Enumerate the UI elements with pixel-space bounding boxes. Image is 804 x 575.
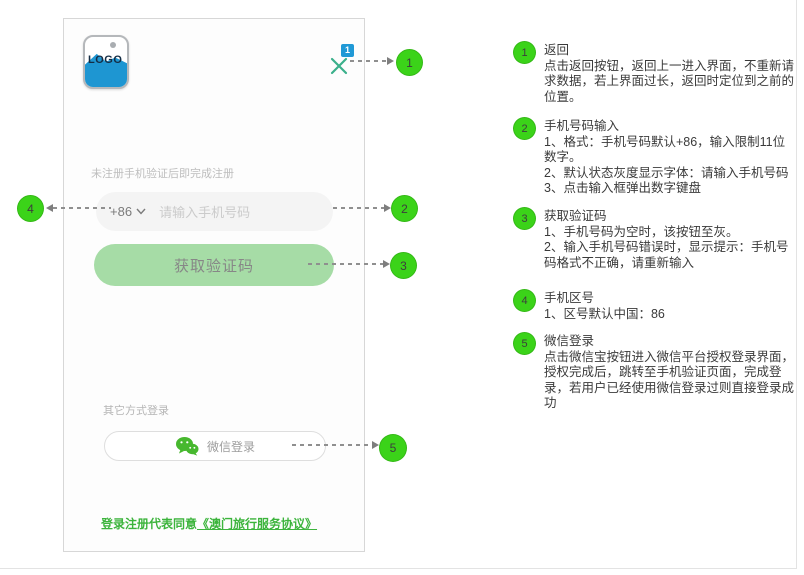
connector-line-2 [333, 207, 384, 209]
callout-marker-4[interactable]: 4 [17, 195, 44, 222]
logo-label: LOGO [88, 54, 123, 66]
register-hint: 未注册手机验证后即完成注册 [91, 168, 234, 180]
annotation-text: 点击微信宝按钮进入微信平台授权登录界面，授权完成后，跳转至手机验证页面，完成登录… [544, 349, 795, 411]
annotation-text: 1、手机号码为空时，该按钮至灰。 [544, 224, 739, 239]
connector-arrowhead-4 [46, 204, 53, 212]
annotation-badge-2: 2 [513, 117, 536, 140]
canvas-right-edge [796, 0, 797, 568]
phone-input[interactable]: +86 请输入手机号码 [96, 192, 333, 231]
annotation-item-2: 2 手机号码输入 1、格式：手机号码默认+86，输入限制11位数字。 2、默认状… [513, 117, 795, 197]
connector-line-3 [308, 263, 383, 265]
wechat-login-label: 微信登录 [206, 439, 255, 454]
agreement-link[interactable]: 《澳门旅行服务协议》 [197, 517, 318, 531]
notification-badge: 1 [341, 44, 354, 57]
connector-arrowhead-3 [383, 260, 390, 268]
country-code-select[interactable]: +86 [110, 204, 146, 219]
annotation-title-1: 返回 [544, 43, 570, 57]
annotation-badge-3: 3 [513, 207, 536, 230]
connector-line-5 [292, 444, 372, 446]
annotation-item-4: 4 手机区号 1、区号默认中国：86 [513, 289, 795, 322]
connector-arrowhead-2 [384, 204, 391, 212]
connector-arrowhead-1 [387, 56, 394, 65]
annotation-title-2: 手机号码输入 [544, 119, 620, 133]
wechat-login-button[interactable]: 微信登录 [104, 431, 326, 461]
annotation-item-5: 5 微信登录 点击微信宝按钮进入微信平台授权登录界面，授权完成后，跳转至手机验证… [513, 332, 795, 412]
connector-line-4 [53, 207, 111, 209]
connector-arrowhead-5 [372, 441, 379, 449]
annotation-badge-4: 4 [513, 289, 536, 312]
get-verification-code-button[interactable]: 获取验证码 [94, 244, 334, 286]
annotation-title-5: 微信登录 [544, 334, 595, 348]
annotation-text: 1、格式：手机号码默认+86，输入限制11位数字。 [544, 134, 786, 165]
callout-marker-5[interactable]: 5 [379, 434, 407, 462]
callout-marker-3[interactable]: 3 [390, 252, 417, 279]
close-button[interactable]: 1 [327, 44, 357, 78]
annotation-item-3: 3 获取验证码 1、手机号码为空时，该按钮至灰。 2、输入手机号码错误时，显示提… [513, 207, 795, 271]
callout-marker-2[interactable]: 2 [391, 195, 418, 222]
annotation-title-4: 手机区号 [544, 291, 595, 305]
close-icon [330, 57, 348, 75]
country-code-value: +86 [110, 204, 133, 219]
annotation-badge-5: 5 [513, 332, 536, 355]
agreement-text: 登录注册代表同意《澳门旅行服务协议》 [101, 515, 317, 532]
wechat-icon [175, 437, 199, 456]
other-login-label: 其它方式登录 [103, 405, 169, 417]
annotation-text: 2、输入手机号码错误时，显示提示：手机号码格式不正确，请重新输入 [544, 240, 789, 270]
annotation-badge-1: 1 [513, 41, 536, 64]
annotation-text: 3、点击输入框弹出数字键盘 [544, 181, 701, 195]
callout-marker-1[interactable]: 1 [396, 49, 423, 76]
annotation-text: 1、区号默认中国：86 [544, 306, 665, 321]
annotation-text: 点击返回按钮，返回上一进入界面，不重新请求数据，若上界面过长，返回时定位到之前的… [544, 58, 795, 104]
phone-input-placeholder: 请输入手机号码 [159, 205, 251, 220]
annotation-item-1: 1 返回 点击返回按钮，返回上一进入界面，不重新请求数据，若上界面过长，返回时定… [513, 41, 795, 105]
chevron-down-icon [136, 208, 146, 215]
connector-line-1 [350, 60, 387, 62]
phone-mockup: LOGO 1 未注册手机验证后即完成注册 +86 请输入手机号码 获取验证码 其… [63, 18, 365, 552]
logo-image-icon: LOGO [83, 35, 129, 89]
annotation-text: 2、默认状态灰度显示字体：请输入手机号码 [544, 165, 789, 180]
logo-sun-dot [110, 42, 116, 48]
annotation-title-3: 获取验证码 [544, 209, 607, 223]
agreement-prefix: 登录注册代表同意 [101, 517, 198, 531]
canvas-bottom-edge [0, 568, 797, 569]
